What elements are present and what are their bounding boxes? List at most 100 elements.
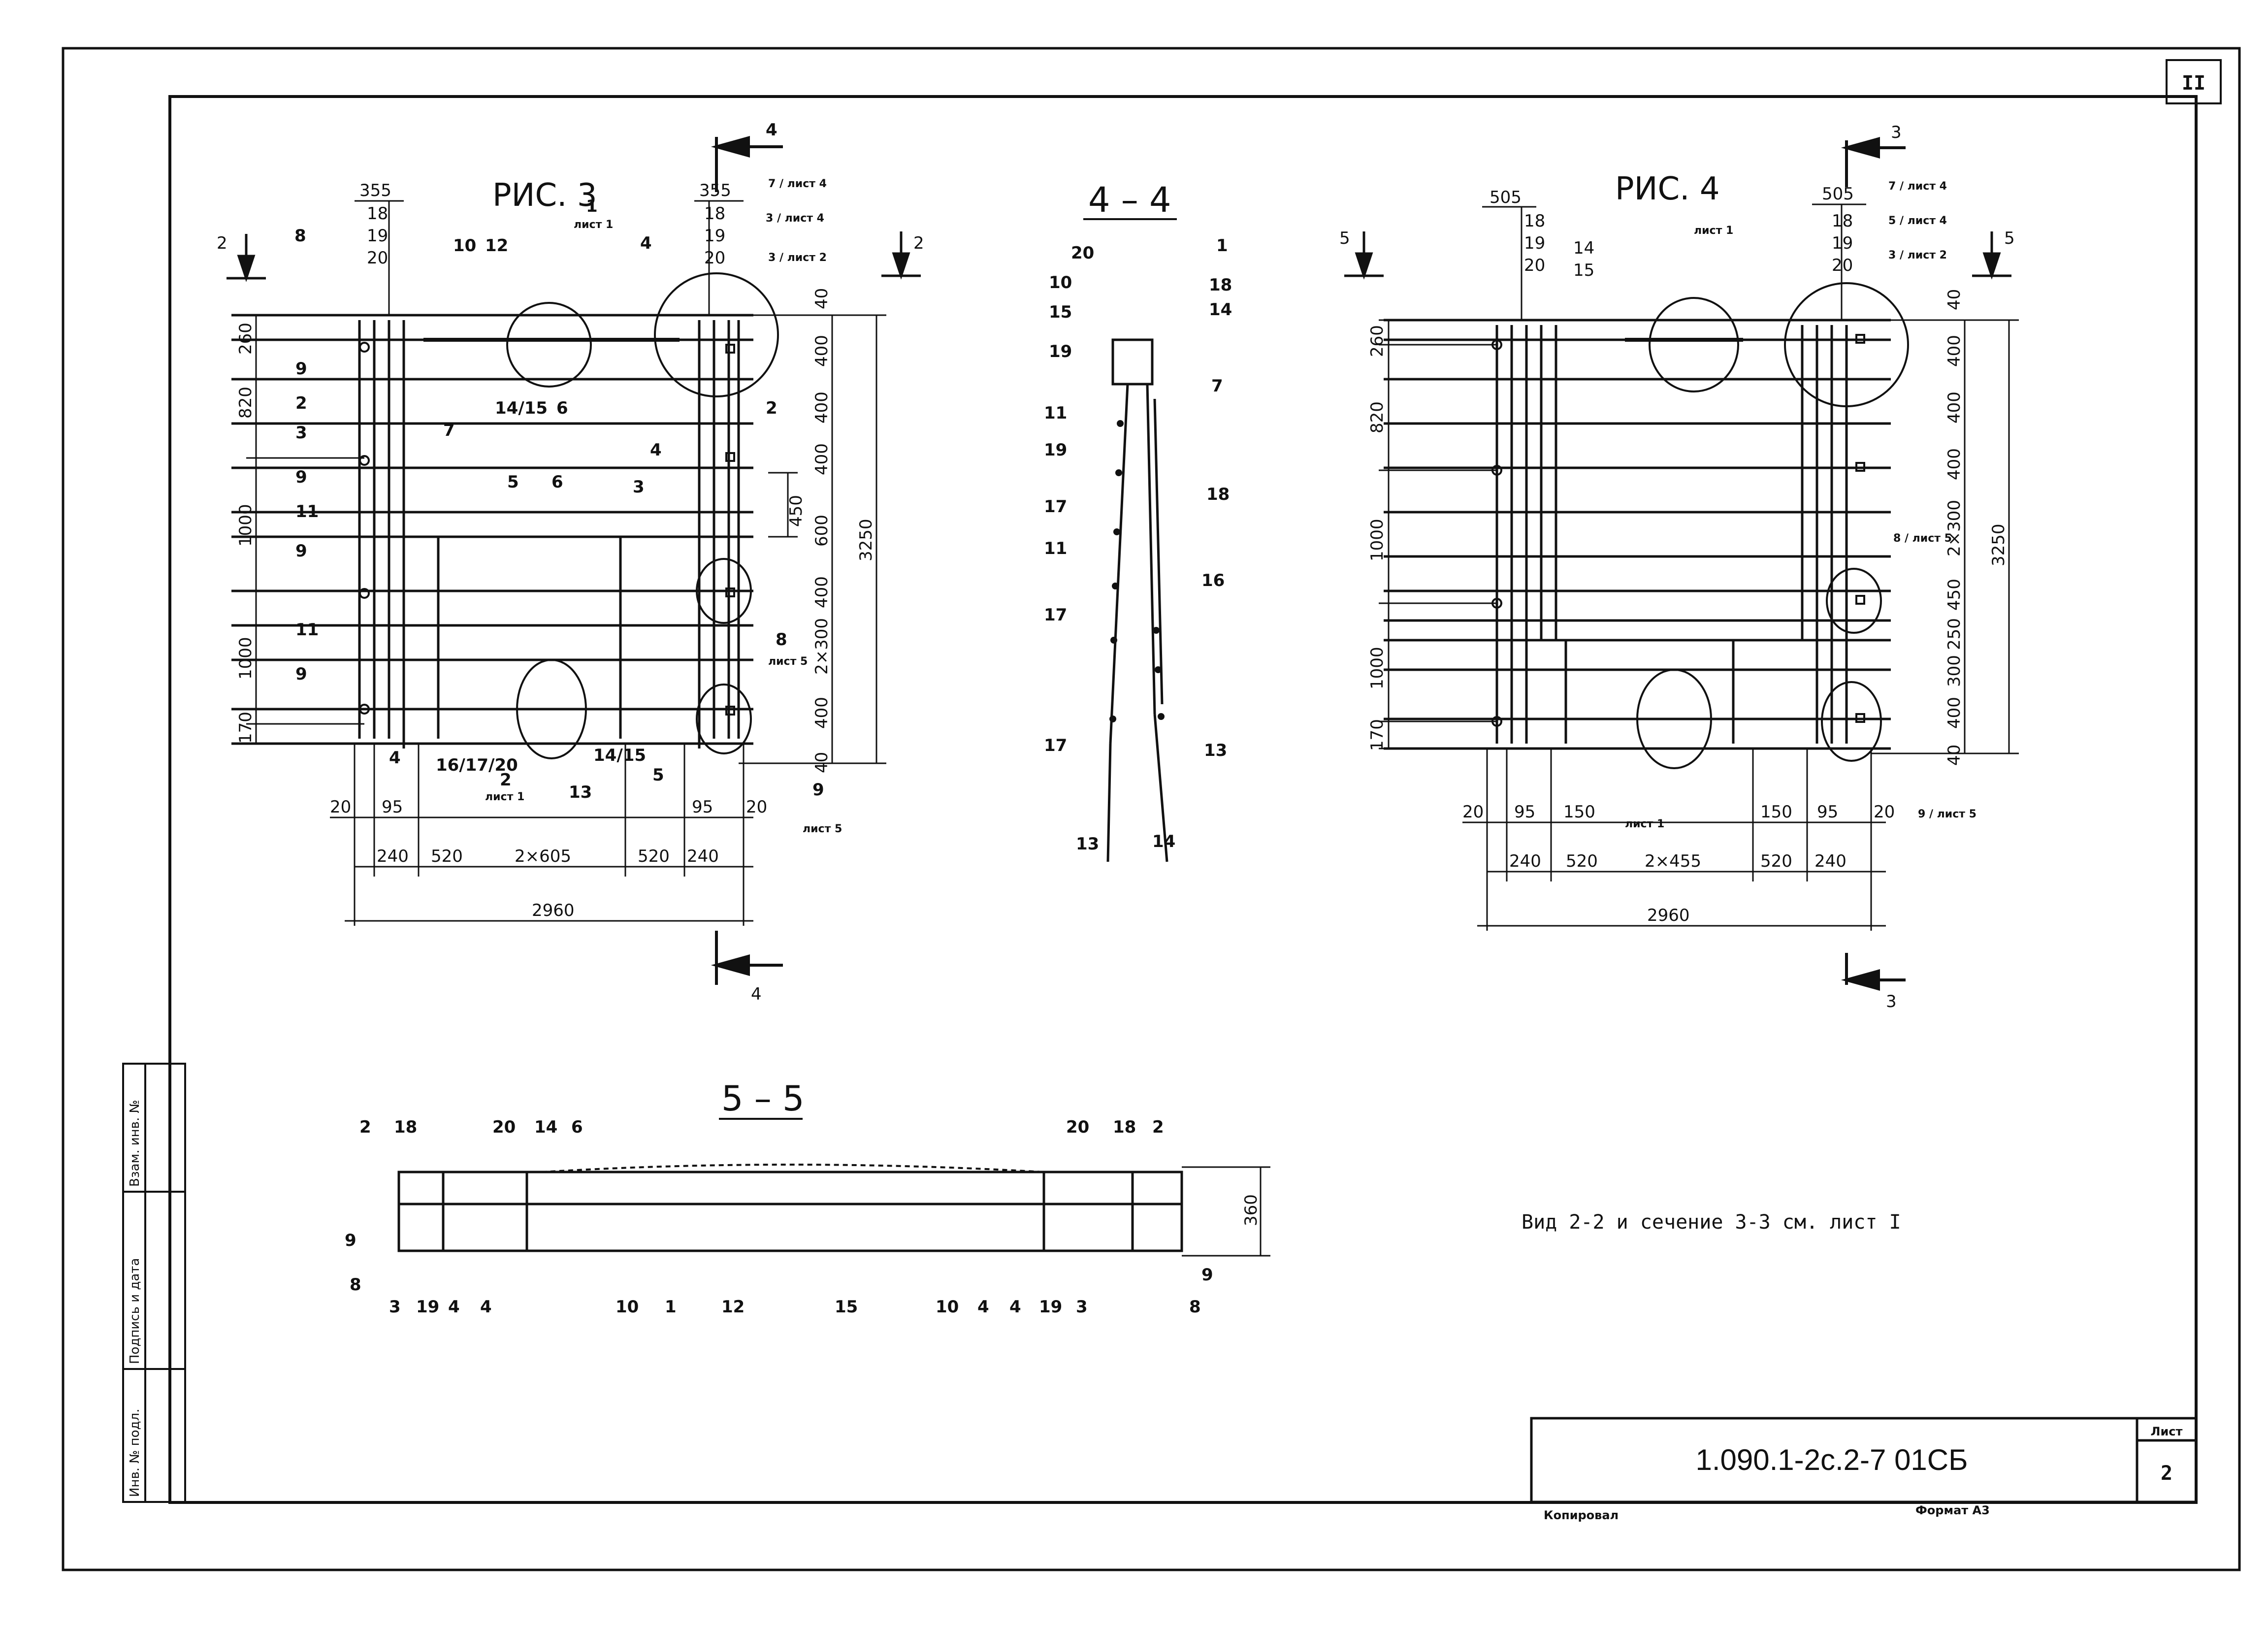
sec44-callout: 19	[1049, 342, 1072, 361]
fig4-right-dim-40b: 40	[1944, 745, 1964, 766]
sec44-callout: 16	[1201, 571, 1225, 590]
sheet-number: 2	[2161, 1462, 2172, 1485]
fig4-right-dim-40a: 40	[1944, 289, 1964, 310]
fig4-bdim-150b: 150	[1760, 802, 1792, 822]
fig3-left-dimline	[246, 314, 364, 745]
sec44-callout: 13	[1076, 834, 1099, 854]
sec44-callout: 17	[1044, 736, 1067, 755]
fig4-right-dim-2x300: 2×300	[1944, 500, 1964, 556]
fig4-stack-right-18: 18	[1832, 211, 1853, 231]
fig3-callout: 2	[295, 393, 307, 413]
fig4-left-dimline	[1379, 319, 1497, 749]
sec44-callout: 10	[1049, 273, 1072, 293]
sec55-bottom-callout: 4	[448, 1297, 460, 1317]
fig4-stack-left-19: 19	[1524, 233, 1545, 253]
fig3-top-dim-right: 355	[699, 181, 731, 200]
fig4: РИС. 4 3 3 5 5	[1339, 123, 2019, 1011]
fig3-stack-left-19: 19	[367, 226, 388, 246]
fig3-right-dim-450: 450	[786, 495, 806, 527]
fig3-callout: 1	[586, 196, 598, 216]
fig4-overall-height: 3250	[1989, 523, 2009, 566]
fig3-ref-sheet4-7: 7 / лист 4	[768, 178, 827, 190]
fig3-markers	[359, 342, 735, 716]
fig3-top-dim-lines	[355, 200, 744, 315]
fig3-bdim-240b: 240	[687, 847, 719, 866]
fig3-callout: 6	[551, 472, 563, 492]
sec44: 4 – 4 20 1 10 18 15 14 19 7 11 19 18 17 …	[1044, 180, 1232, 862]
fig4-right-dimline	[1871, 319, 2019, 754]
fig4-left-dim-1000a: 1000	[1367, 519, 1387, 561]
fig3-callout: 3	[633, 477, 645, 497]
fig3-callout: 9	[295, 359, 307, 379]
fig3-frame-body	[231, 314, 753, 749]
fig3-ref-sheet1-2: лист 1	[485, 791, 524, 803]
fig4-bottom-dim-lines	[1462, 749, 1886, 931]
fig4-bdim-240b: 240	[1814, 851, 1847, 871]
sec55-body	[397, 1164, 1183, 1252]
fig3-mark-top: 4	[766, 120, 778, 140]
fig3-section-arrow-right	[881, 231, 921, 280]
fig3: РИС. 3 4 4 2 2	[217, 120, 924, 1004]
fig4-section-arrow-top	[1841, 137, 1906, 187]
sec44-dots	[1109, 420, 1165, 722]
fig3-callout: 4	[389, 748, 401, 768]
reference-note: Вид 2-2 и сечение 3-3 см. лист I	[1522, 1211, 1901, 1234]
fig3-callout: 6	[556, 398, 568, 418]
fig3-mark-bottom: 4	[751, 984, 762, 1004]
fig4-mark-right: 5	[2004, 228, 2015, 248]
fig3-left-dim-260: 260	[236, 323, 256, 355]
sec55-title: 5 – 5	[721, 1078, 805, 1119]
side-stamp-inv-no: Инв. № подл.	[128, 1409, 142, 1497]
fig3-mark-left: 2	[217, 233, 227, 253]
fig4-frame-body	[1384, 319, 1891, 750]
fig3-top-dim-left: 355	[359, 181, 391, 200]
fig4-left-dim-1000b: 1000	[1367, 647, 1387, 689]
fig4-bdim-20b: 20	[1874, 802, 1895, 822]
fig3-right-dim-400c: 400	[812, 443, 832, 475]
fig4-detail-circles	[1636, 282, 1909, 769]
side-stamp-replace-inv: Взам. инв. №	[128, 1100, 142, 1187]
sec44-callout: 11	[1044, 403, 1067, 423]
fig3-callout: 2	[766, 398, 778, 418]
fig3-bdim-240a: 240	[377, 847, 409, 866]
sec55-height-dim	[1182, 1166, 1270, 1257]
fig3-right-dimline	[739, 314, 886, 764]
fig3-overall-width: 2960	[532, 901, 575, 920]
side-stamp-signature: Подпись и дата	[128, 1258, 142, 1364]
fig4-stack-right-19: 19	[1832, 233, 1853, 253]
sec55-top-callout: 20	[1066, 1117, 1089, 1137]
sec44-body	[1106, 338, 1168, 862]
fig4-stack-mid-14: 14	[1573, 238, 1594, 258]
fig4-top-dim-lines	[1482, 203, 1866, 320]
sec55-top-callout: 2	[1152, 1117, 1164, 1137]
sec55-height: 360	[1241, 1194, 1261, 1226]
fig3-callout: 5	[652, 765, 664, 785]
fig3-callout: 9	[295, 541, 307, 561]
fig3-callout: 14/15	[495, 398, 548, 418]
sec55-bottom-callout: 9	[345, 1231, 356, 1250]
fig4-bdim-240a: 240	[1509, 851, 1541, 871]
sec44-callout: 18	[1206, 485, 1230, 504]
fig3-callout: 12	[485, 236, 508, 256]
fig3-stack-right-20: 20	[704, 248, 725, 268]
fig4-right-dim-400c: 400	[1944, 448, 1964, 480]
fig3-callout: 4	[650, 440, 662, 460]
fig3-right-dim-400a: 400	[812, 335, 832, 367]
fig3-overall-height: 3250	[856, 519, 876, 561]
fig4-section-arrow-right	[1972, 231, 2011, 280]
fig3-bottom-dim-lines	[330, 744, 753, 926]
fig3-bdim-20b: 20	[746, 797, 767, 817]
fig4-overall-width: 2960	[1647, 906, 1690, 925]
fig4-left-dim-260: 260	[1367, 325, 1387, 357]
fig3-right-dim-600: 600	[812, 515, 832, 547]
fig3-callout: 9	[812, 780, 824, 800]
fig4-ref-sheet2-3: 3 / лист 2	[1888, 249, 1947, 261]
sec55-bottom-callout: 1	[665, 1297, 677, 1317]
sec44-callout: 14	[1152, 832, 1175, 851]
fig4-title: РИС. 4	[1615, 171, 1720, 207]
fig4-bdim-150a: 150	[1563, 802, 1595, 822]
fig3-callout: 16/17/20	[436, 755, 518, 775]
fig3-bdim-2x605: 2×605	[515, 847, 571, 866]
fig3-bdim-520b: 520	[638, 847, 670, 866]
fig3-callout: 3	[295, 423, 307, 443]
